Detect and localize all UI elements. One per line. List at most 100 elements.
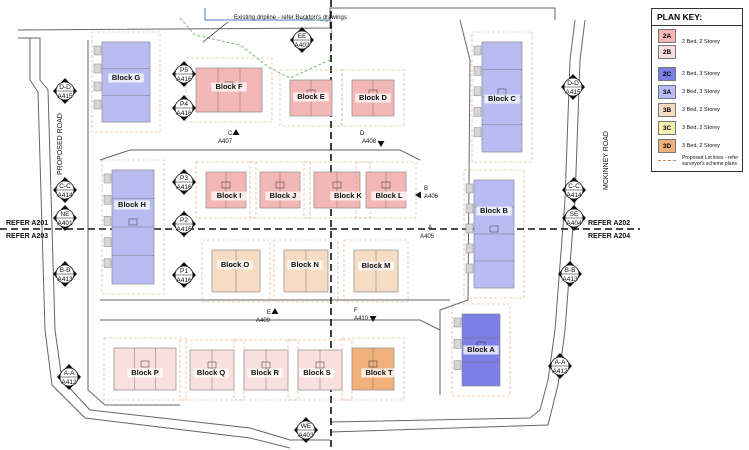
garage-pad	[473, 106, 482, 117]
lot-line	[179, 339, 245, 401]
block-j: Block J	[249, 161, 311, 219]
block-label: Block T	[365, 368, 393, 377]
block-t: Block T	[341, 337, 405, 401]
block-label-bg	[371, 191, 407, 201]
marker-id: P3	[180, 175, 188, 182]
marker-id: P2	[180, 217, 188, 224]
stair-icon	[275, 181, 285, 189]
block-l: Block L	[355, 161, 417, 219]
key-swatch-3c: 3C	[658, 121, 676, 135]
refer-a202: REFER A202	[588, 220, 630, 227]
section-marker[interactable]: SE A404	[562, 205, 586, 231]
block-g: Block G	[91, 31, 161, 133]
marker-id: P4	[180, 101, 188, 108]
garage-pad	[465, 243, 474, 254]
block-a: Block A	[451, 303, 511, 397]
section-arrow-icon	[377, 141, 385, 147]
marker-id: SE	[570, 211, 579, 218]
garage-pad	[453, 360, 462, 370]
garage-pad	[473, 86, 482, 97]
garage-pad	[103, 173, 112, 184]
block-label: Block G	[112, 73, 141, 82]
key-lot-line-swatch	[658, 160, 676, 161]
block-p: Block P	[103, 337, 187, 401]
section-sheet: A405	[420, 234, 435, 240]
block-d: Block D	[341, 69, 405, 127]
section-letter: B	[424, 186, 428, 192]
lot-line	[463, 169, 525, 299]
garage-pad	[93, 99, 102, 110]
block-label-bg	[217, 260, 253, 270]
marker-id: NE	[60, 211, 70, 218]
lot-line	[287, 339, 353, 401]
block-h: Block H	[101, 159, 165, 295]
key-swatch-3b: 3B	[658, 103, 676, 117]
section-arrow-icon	[232, 129, 240, 135]
marker-sheet: A416	[176, 277, 192, 284]
block-label: Block E	[297, 92, 325, 101]
block-label: Block A	[467, 345, 495, 354]
marker-id: A-A	[555, 359, 567, 366]
block-label-bg	[127, 368, 163, 378]
refer-a201: REFER A201	[6, 220, 48, 227]
garage-pad	[465, 203, 474, 214]
stair-icon	[221, 181, 231, 189]
garage-pad	[453, 317, 462, 328]
block-label: Block P	[131, 368, 159, 377]
garage-pad	[93, 63, 102, 74]
road-label-left: PROPOSED ROAD	[57, 113, 64, 175]
block-e: Block E	[279, 69, 343, 127]
marker-id: WE	[301, 423, 312, 430]
lot-line	[233, 339, 299, 401]
stair-icon	[207, 361, 217, 369]
garage-pad	[103, 216, 112, 226]
marker-sheet: A416	[176, 110, 192, 117]
marker-sheet: A404	[566, 220, 582, 227]
marker-id: P1	[180, 268, 188, 275]
block-label: Block O	[221, 260, 250, 269]
stair-icon	[381, 181, 391, 189]
key-desc-2b: 2 Bed, 2 Storey	[682, 39, 720, 45]
garage-pad	[103, 194, 112, 205]
section-arrow-icon	[415, 191, 421, 199]
marker-sheet: A416	[176, 184, 192, 191]
block-label-bg	[355, 93, 391, 103]
garage-pad	[453, 339, 462, 349]
marker-sheet: A412	[61, 379, 77, 386]
block-label-bg	[211, 82, 247, 92]
key-lot-line-desc: Proposed Lot lines - refer surveyor's sc…	[682, 155, 739, 167]
key-desc-3b: 3 Bed, 2 Storey	[682, 107, 720, 113]
lot-line	[249, 161, 311, 219]
block-label-bg	[108, 73, 144, 83]
block-b: Block B	[463, 169, 525, 299]
garage-pad	[473, 127, 482, 137]
road-label-right: MCKINNEY ROAD	[603, 131, 610, 190]
marker-id: D-D	[59, 84, 71, 91]
block-label-bg	[211, 191, 247, 201]
section-markers: D-DA415D-DA415EEA402P5A416P4A416P3A416P2…	[53, 27, 586, 443]
